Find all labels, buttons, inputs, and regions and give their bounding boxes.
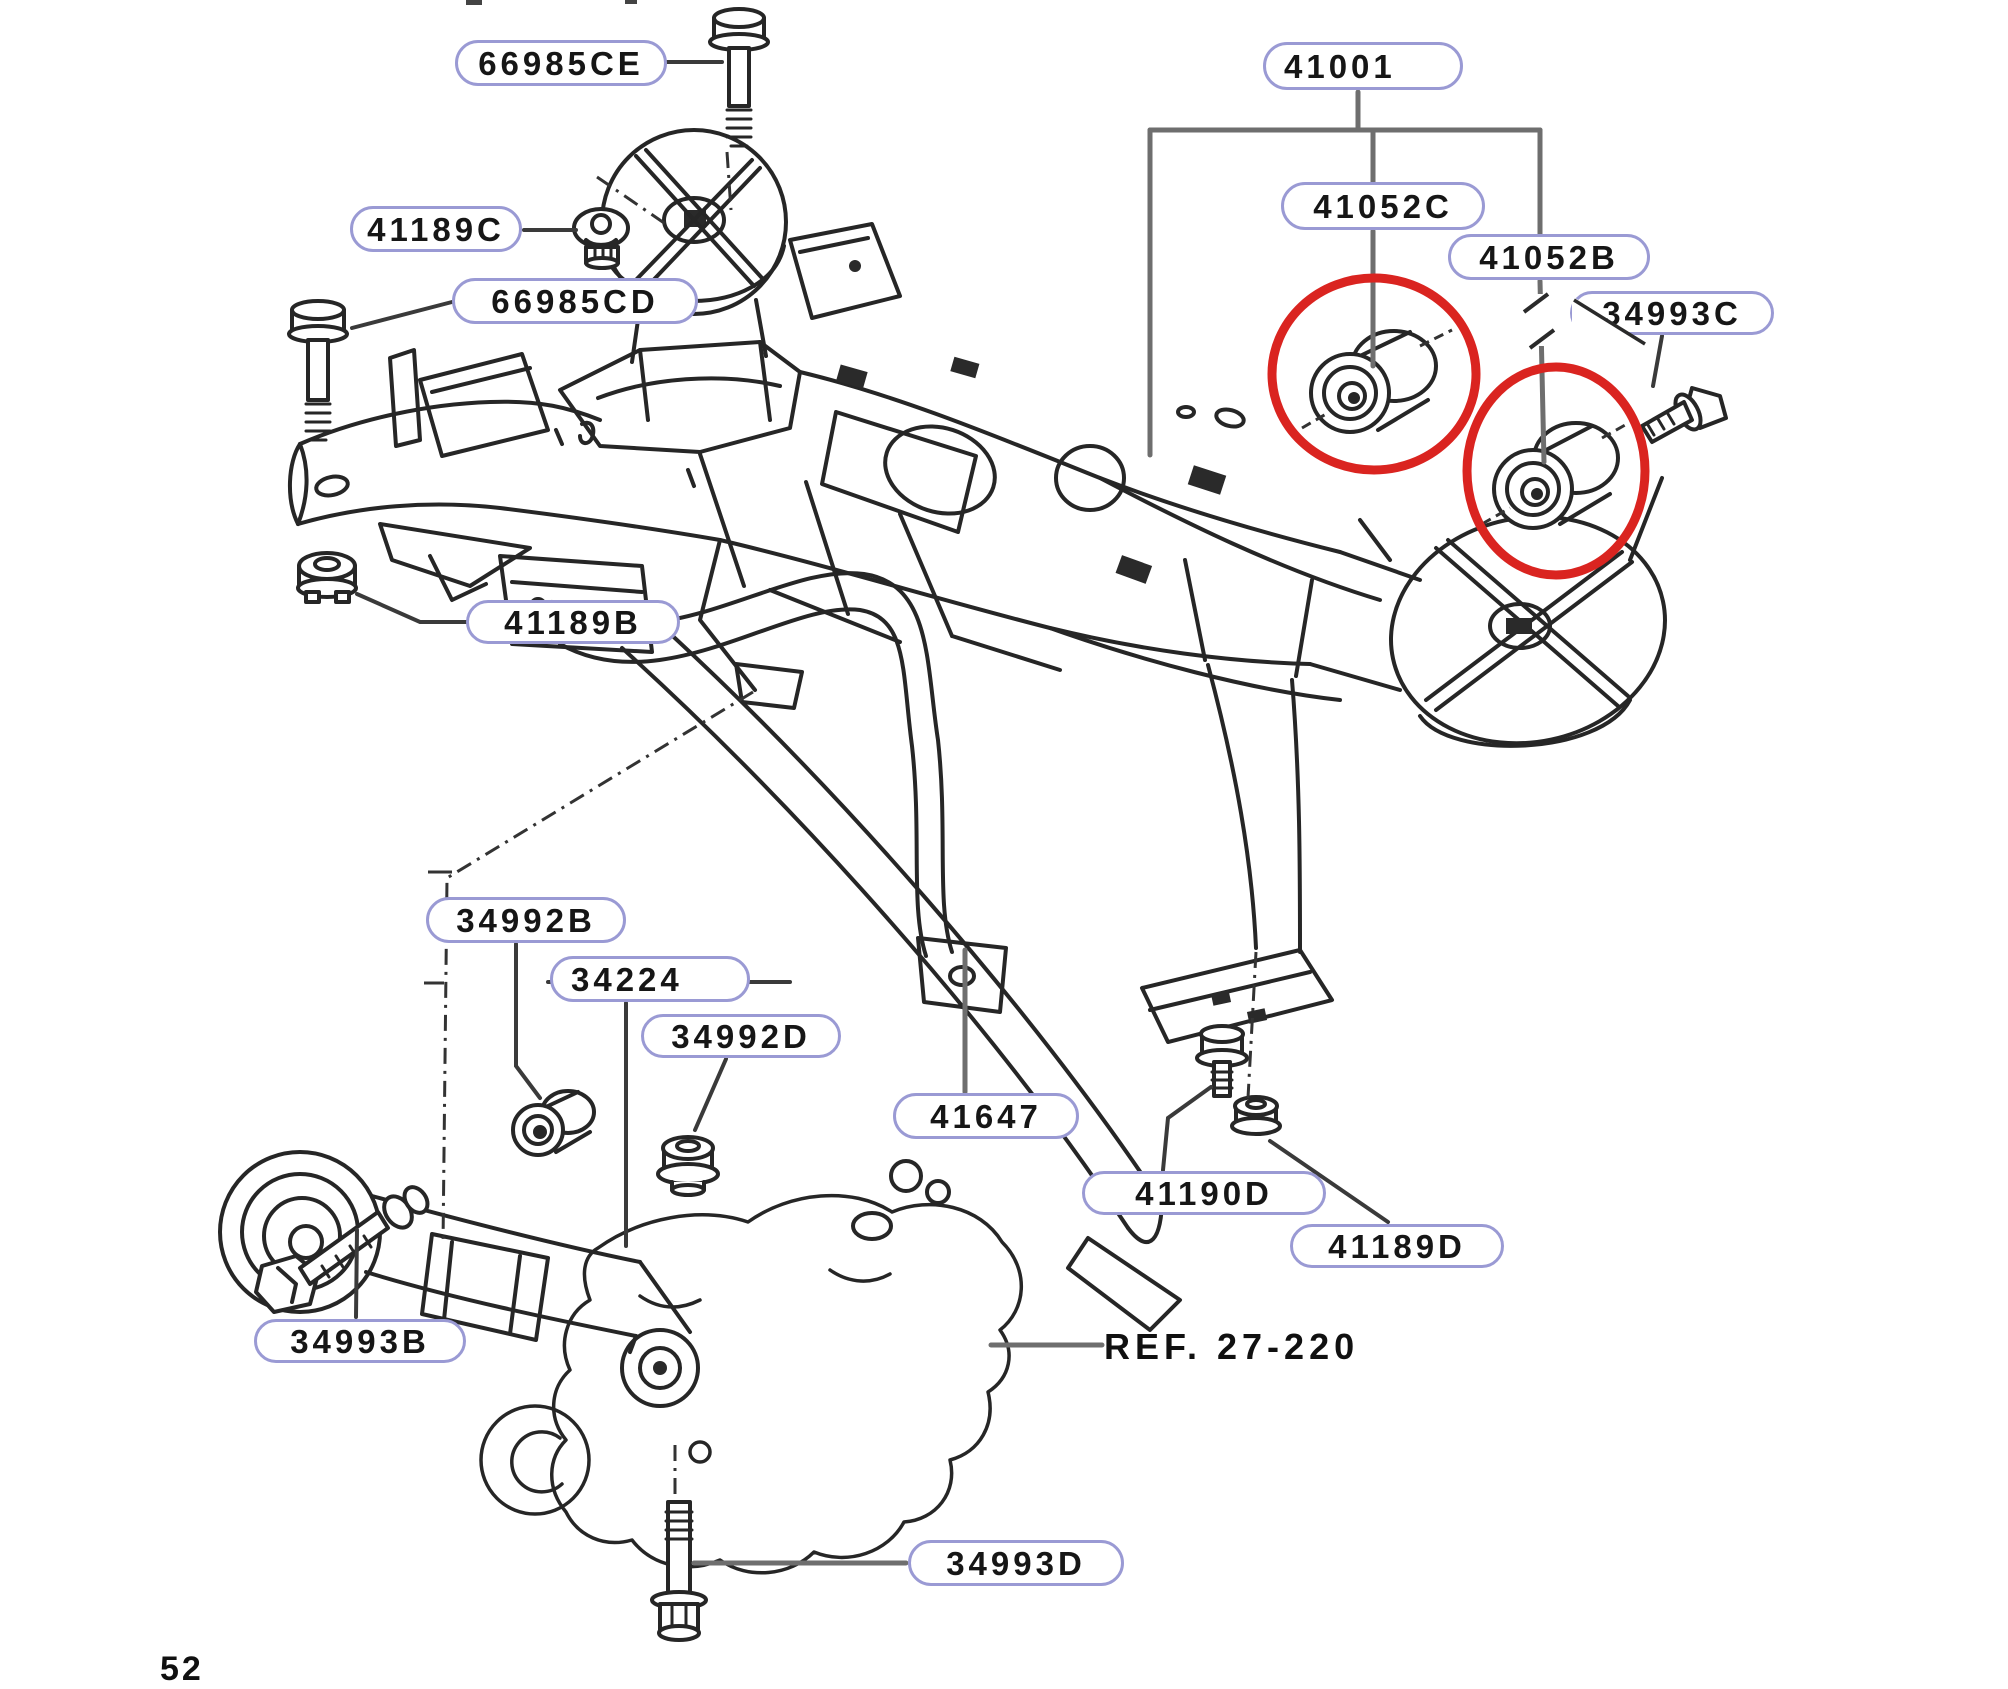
bolt-41190D [1195, 1024, 1249, 1098]
part-label-34992D[interactable]: 34992D [641, 1014, 841, 1058]
nut-41189B [296, 551, 358, 604]
bushing-41052C [1309, 329, 1438, 434]
part-label-34992B[interactable]: 34992B [426, 897, 626, 943]
red-highlight-41052B [1462, 362, 1650, 580]
leader-34992B [514, 942, 542, 1100]
lower-right-leg [1140, 558, 1334, 1044]
leader-34993C [1651, 334, 1664, 388]
corner-text-fragment: 52 [160, 1650, 204, 1688]
ref-label[interactable]: REF. 27-220 [1104, 1326, 1360, 1367]
leader-34993B [354, 1228, 359, 1319]
bolt-66985CD [287, 299, 349, 442]
bushing-34992B [511, 1089, 596, 1157]
part-label-41001[interactable]: 41001 [1263, 42, 1463, 90]
part-label-41189B[interactable]: 41189B [466, 600, 680, 644]
bushing-41052B [1492, 421, 1620, 530]
leader-41052B-bottom [1537, 278, 1547, 465]
leader-41190D [1161, 1085, 1213, 1172]
nut-34992D [656, 1135, 720, 1197]
part-label-41189C[interactable]: 41189C [350, 206, 522, 252]
bolt-34993B [254, 1185, 430, 1314]
part-label-34993B[interactable]: 34993B [254, 1319, 466, 1363]
part-label-34993C[interactable]: 34993C [1570, 291, 1774, 335]
part-label-41190D[interactable]: 41190D [1082, 1171, 1326, 1215]
nut-41189D [1230, 1095, 1282, 1136]
part-label-66985CE[interactable]: 66985CE [455, 40, 667, 86]
bolt-34993D [650, 1500, 708, 1642]
part-label-34224[interactable]: 34224 [550, 956, 750, 1002]
bolt-34993C [1640, 386, 1728, 444]
part-label-41647[interactable]: 41647 [893, 1093, 1079, 1139]
front-mount-plate [600, 128, 902, 364]
bolt-66985CE [708, 7, 770, 148]
part-label-41052C[interactable]: 41052C [1281, 182, 1485, 230]
part-label-41189D[interactable]: 41189D [1290, 1224, 1504, 1268]
rear-mount-plate [1358, 476, 1667, 748]
part-label-66985CD[interactable]: 66985CD [452, 278, 698, 324]
trailing-arm [218, 1150, 951, 1408]
leader-34992D [693, 1057, 728, 1132]
red-highlight-41052C [1267, 273, 1481, 475]
leader-break-mark [1522, 292, 1556, 350]
leader-66985CD [350, 300, 454, 330]
part-label-34993D[interactable]: 34993D [908, 1540, 1124, 1586]
differential-housing [479, 1193, 1024, 1575]
leader-41189B [355, 592, 468, 624]
axis-lines [441, 151, 1635, 1500]
grommet-41189C [572, 207, 630, 270]
top-edge-fragments [466, 0, 637, 5]
part-label-41052B[interactable]: 41052B [1448, 234, 1650, 280]
